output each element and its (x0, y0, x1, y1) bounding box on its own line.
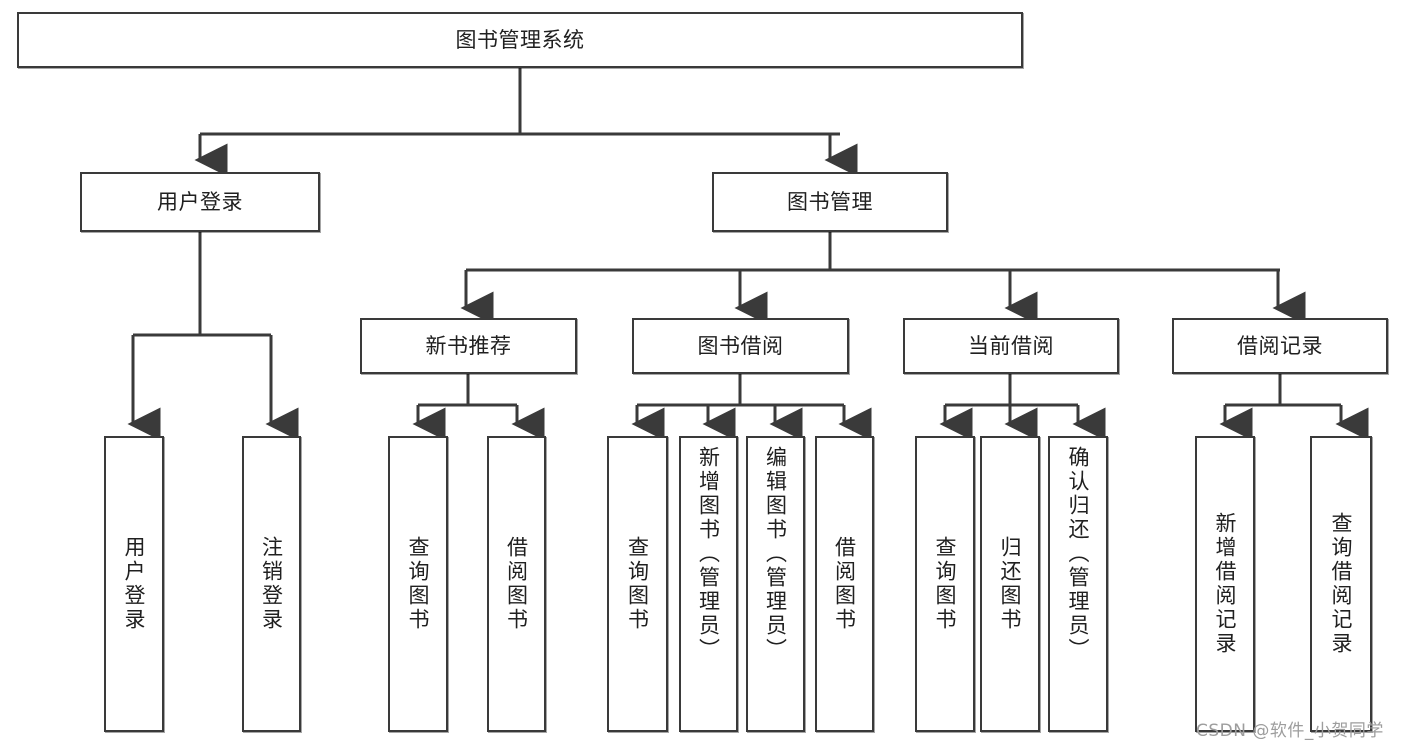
leaf-borrow-book-2[interactable]: 借阅图书 (815, 436, 874, 732)
node-book-borrow-label: 图书借阅 (697, 333, 784, 358)
leaf-query-book-1-label: 查询图书 (406, 536, 431, 632)
leaf-user-login[interactable]: 用户登录 (104, 436, 164, 732)
csdn-watermark: CSDN @软件_小贺同学 (1196, 721, 1384, 741)
leaf-add-book[interactable]: 新增图书（管理员） (679, 436, 738, 732)
node-current-borrow[interactable]: 当前借阅 (903, 318, 1119, 374)
leaf-query-record-label: 查询借阅记录 (1329, 512, 1354, 656)
node-borrow-record[interactable]: 借阅记录 (1172, 318, 1388, 374)
leaf-confirm-return[interactable]: 确认归还（管理员） (1048, 436, 1108, 732)
node-current-borrow-label: 当前借阅 (968, 333, 1054, 358)
leaf-logout[interactable]: 注销登录 (242, 436, 301, 732)
leaf-return-book[interactable]: 归还图书 (980, 436, 1040, 732)
leaf-borrow-book-1[interactable]: 借阅图书 (487, 436, 546, 732)
leaf-confirm-return-label: 确认归还（管理员） (1066, 446, 1091, 662)
node-book-manage-label: 图书管理 (787, 189, 873, 214)
node-book-borrow[interactable]: 图书借阅 (632, 318, 849, 374)
leaf-add-book-label: 新增图书（管理员） (696, 446, 721, 662)
node-book-manage[interactable]: 图书管理 (712, 172, 948, 232)
node-root-label: 图书管理系统 (455, 27, 585, 52)
leaf-add-record[interactable]: 新增借阅记录 (1195, 436, 1255, 732)
leaf-user-login-label: 用户登录 (122, 536, 147, 632)
leaf-query-book-2-label: 查询图书 (625, 536, 650, 632)
leaf-logout-label: 注销登录 (259, 536, 284, 632)
leaf-query-book-3-label: 查询图书 (933, 536, 958, 632)
leaf-add-record-label: 新增借阅记录 (1213, 512, 1238, 656)
leaf-query-book-1[interactable]: 查询图书 (388, 436, 448, 732)
node-user-login-label: 用户登录 (157, 189, 243, 214)
leaf-return-book-label: 归还图书 (998, 536, 1023, 632)
node-new-book-rec-label: 新书推荐 (425, 333, 512, 358)
leaf-borrow-book-1-label: 借阅图书 (504, 536, 529, 632)
node-user-login[interactable]: 用户登录 (80, 172, 320, 232)
leaf-query-record[interactable]: 查询借阅记录 (1310, 436, 1372, 732)
leaf-edit-book[interactable]: 编辑图书（管理员） (746, 436, 805, 732)
leaf-query-book-2[interactable]: 查询图书 (607, 436, 668, 732)
leaf-query-book-3[interactable]: 查询图书 (915, 436, 975, 732)
node-borrow-record-label: 借阅记录 (1237, 333, 1323, 358)
leaf-edit-book-label: 编辑图书（管理员） (763, 446, 788, 662)
node-root[interactable]: 图书管理系统 (17, 12, 1023, 68)
node-new-book-rec[interactable]: 新书推荐 (360, 318, 577, 374)
leaf-borrow-book-2-label: 借阅图书 (832, 536, 857, 632)
